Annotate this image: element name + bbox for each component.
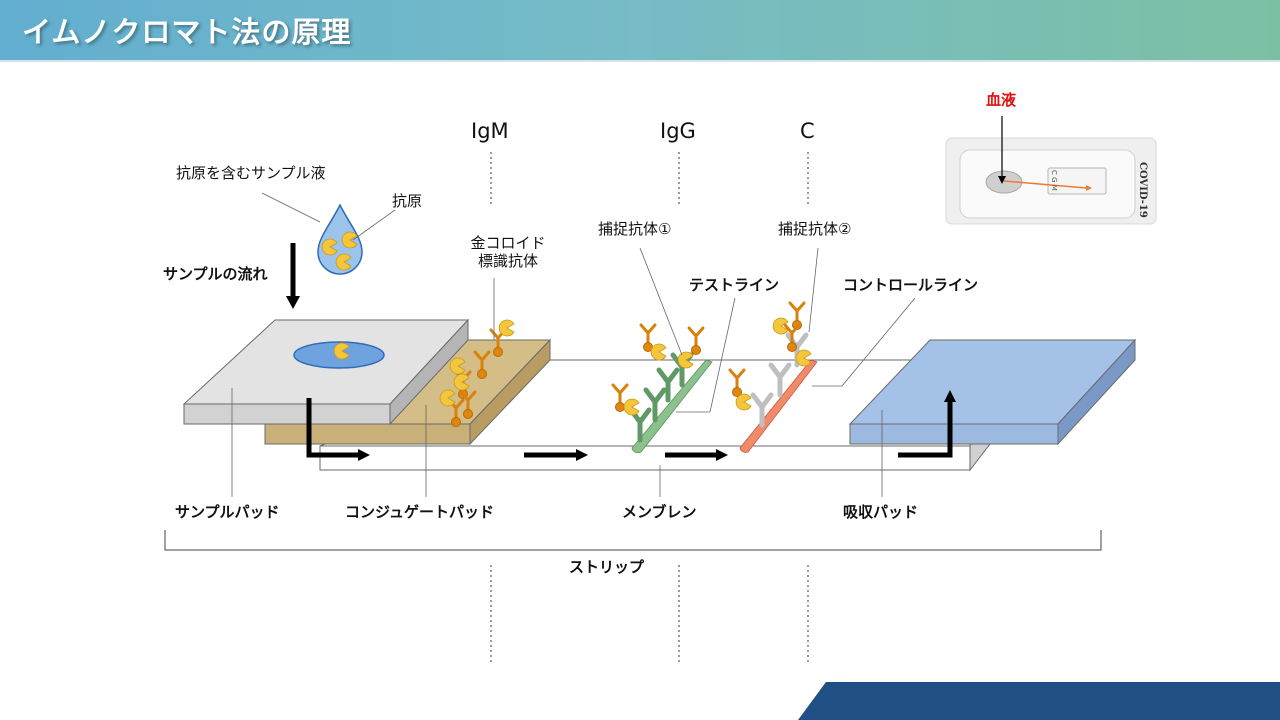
test-cassette: [945, 116, 1157, 225]
absorbent-pad-shape: [848, 338, 1137, 446]
label-gold-colloid-line1: 金コロイド: [470, 234, 546, 252]
test-line-shape: [631, 359, 713, 454]
cassette-markings: C G M: [1050, 170, 1058, 191]
leader-lines: [231, 192, 916, 497]
label-strip: ストリップ: [569, 558, 645, 576]
label-membrane: メンブレン: [622, 503, 697, 521]
cassette-mark-m: M: [1050, 184, 1058, 191]
footer-band: [798, 682, 1280, 720]
label-absorbent-pad: 吸収パッド: [843, 503, 919, 521]
control-line-shape: [739, 359, 818, 453]
label-gold-colloid: 金コロイド 標識抗体: [466, 234, 550, 270]
label-capture-antibody-2: 捕捉抗体②: [778, 220, 852, 238]
cassette-brand: COVID-19: [1137, 162, 1148, 218]
label-test-line: テストライン: [689, 276, 780, 294]
cassette-mark-c: C: [1050, 170, 1058, 175]
sample-flow-arrow: [286, 243, 300, 309]
sample-droplet: [317, 203, 363, 275]
label-gold-colloid-line2: 標識抗体: [477, 252, 538, 270]
line-label-c: C: [800, 119, 815, 143]
label-control-line: コントロールライン: [843, 276, 979, 294]
sample-pad-shape: [182, 318, 470, 426]
label-antigen: 抗原: [392, 192, 423, 210]
label-blood: 血液: [986, 91, 1017, 109]
label-conjugate-pad: コンジュゲートパッド: [345, 503, 494, 521]
strip-bracket: [164, 530, 1102, 551]
cassette-mark-g: G: [1050, 177, 1058, 183]
label-sample-pad: サンプルパッド: [175, 503, 280, 521]
label-sample-flow: サンプルの流れ: [163, 265, 268, 283]
header-bar: イムノクロマト法の原理: [0, 0, 1280, 62]
label-sample-liquid: 抗原を含むサンプル液: [176, 164, 326, 182]
flow-arrows: [306, 390, 956, 461]
line-label-igm: IgM: [471, 119, 509, 143]
line-label-igg: IgG: [660, 119, 696, 143]
label-capture-antibody-1: 捕捉抗体①: [598, 220, 672, 238]
page-title: イムノクロマト法の原理: [22, 15, 352, 49]
